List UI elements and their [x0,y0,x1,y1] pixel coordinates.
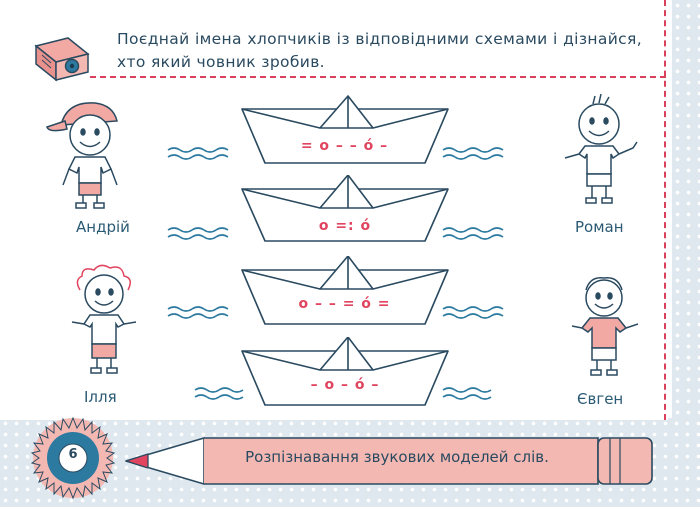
sound-scheme-1: = o – – ó – [300,138,389,154]
lesson-topic: Розпізнавання звукових моделей слів. [245,448,549,466]
boat-4 [194,337,492,406]
name-andrii: Андрій [76,218,130,236]
boat-3 [167,256,504,325]
pencil-banner [125,437,653,485]
boy-illia-drawing [71,264,137,374]
pencil-sharpener-icon [34,37,90,82]
boy-andrii-drawing [46,102,118,209]
sound-scheme-3: o – – = ó = [298,296,391,312]
boat-1 [167,95,504,164]
dashed-line-horizontal [90,76,666,78]
dashed-line-vertical [664,0,666,420]
boy-roman-drawing [564,93,638,204]
name-illia: Ілля [84,388,117,406]
name-yevhen: Євген [577,390,624,408]
sound-scheme-4: – o – ó – [310,377,380,393]
boy-yevhen-drawing [571,277,639,376]
boat-2 [167,175,504,242]
sound-scheme-2: o =: ó [318,218,372,234]
page-number-badge [30,416,116,500]
page-number: 6 [68,447,78,462]
name-roman: Роман [575,218,624,236]
task-instruction: Поєднай імена хлопчиків із відповідними … [117,30,642,71]
